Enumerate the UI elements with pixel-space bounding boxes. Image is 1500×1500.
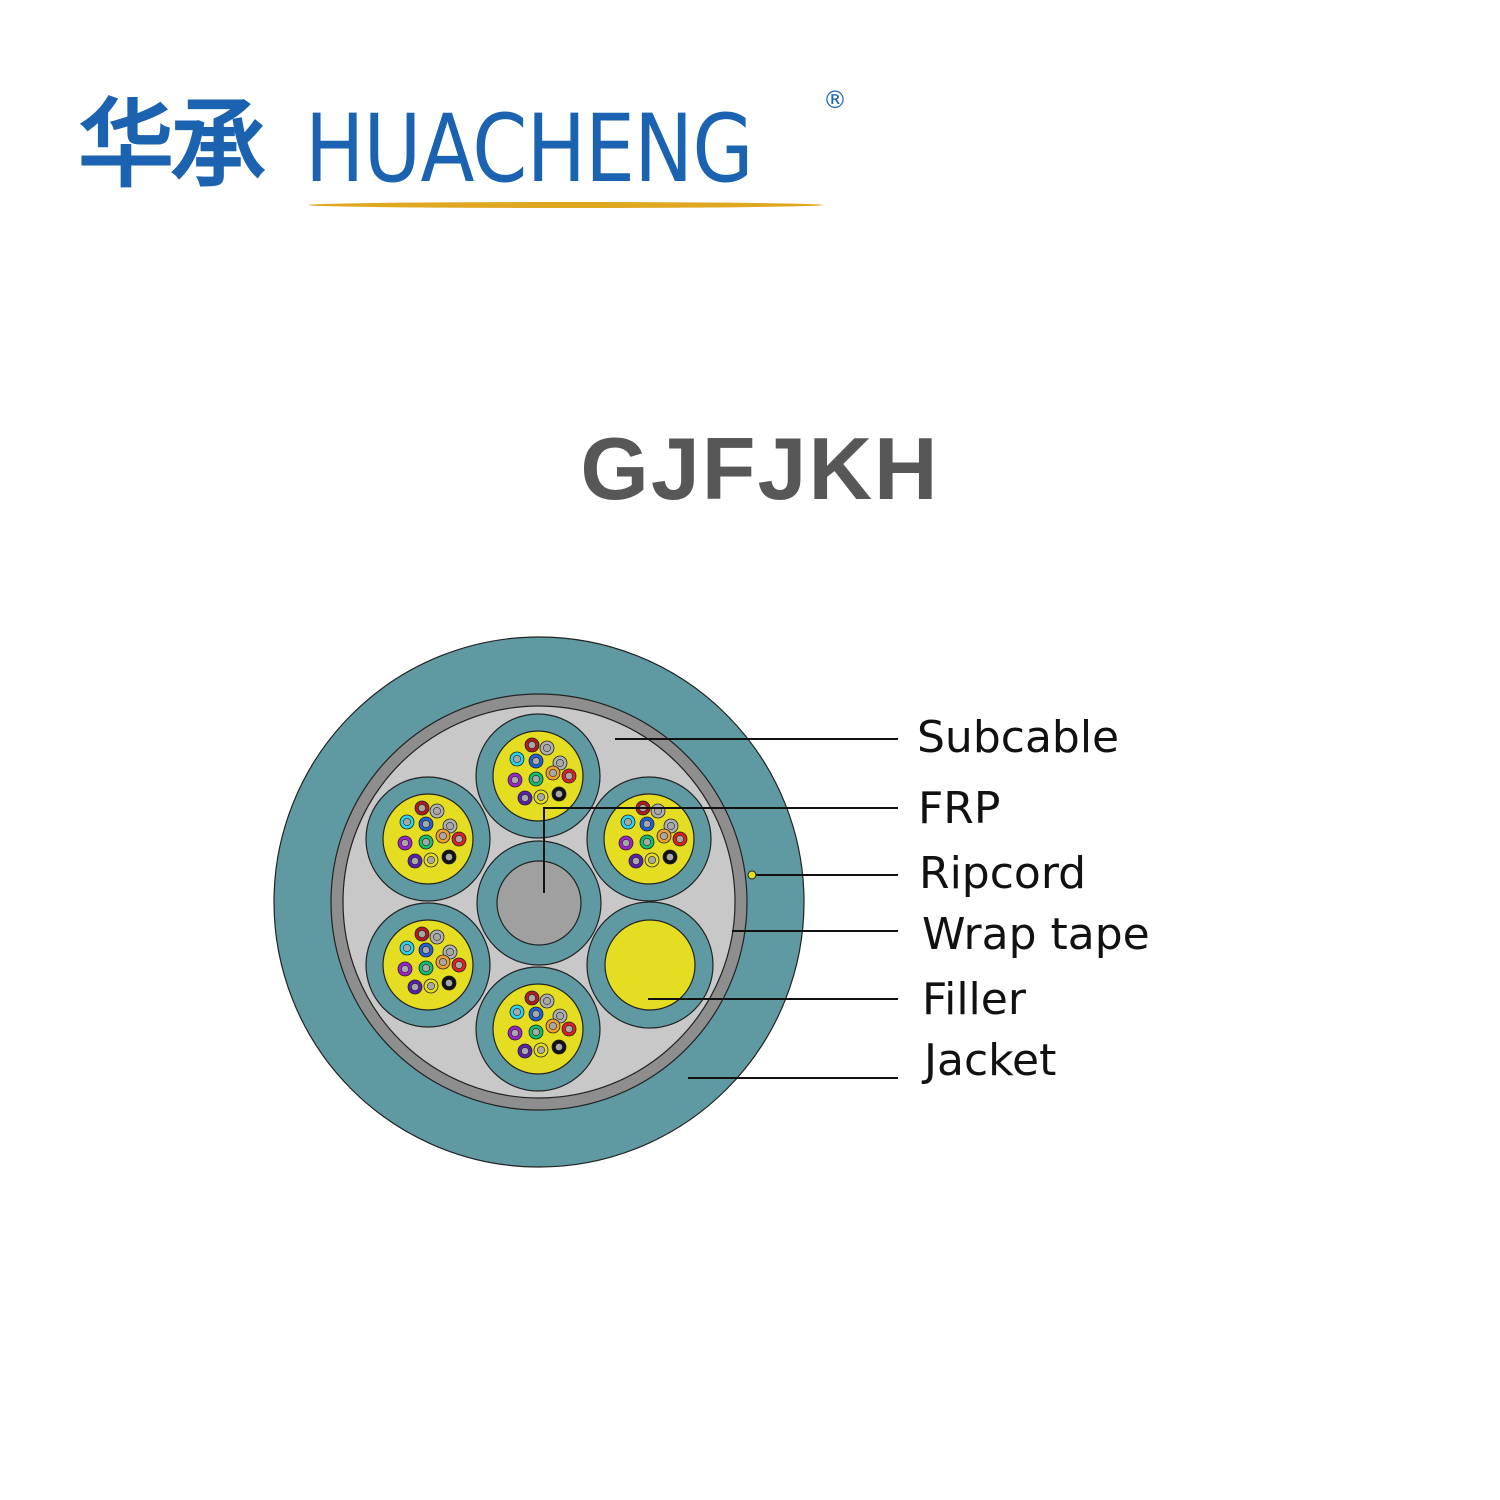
leader-line-frp (543, 807, 898, 893)
brand-logo: 华承 HUACHENG ® (78, 88, 858, 218)
registered-trademark-icon: ® (823, 86, 847, 114)
label-ripcord: Ripcord (919, 848, 1087, 899)
ripcord (747, 870, 757, 880)
subcable (475, 713, 601, 839)
frp-member (476, 840, 602, 966)
label-jacket: Jacket (924, 1035, 1057, 1086)
brand-name-chinese: 华承 (78, 89, 266, 201)
subcable (365, 776, 491, 902)
brand-name-english: HUACHENG (305, 95, 754, 204)
filler (586, 901, 714, 1029)
brand-underline (308, 202, 823, 208)
label-wrap-tape: Wrap tape (922, 909, 1150, 960)
label-filler: Filler (922, 974, 1026, 1025)
subcable (586, 776, 712, 902)
cable-model-title: GJFJKH (580, 419, 940, 518)
subcable (365, 902, 491, 1028)
leader-lines (543, 738, 898, 1079)
subcable (475, 966, 601, 1092)
label-subcable: Subcable (917, 712, 1120, 763)
label-frp: FRP (918, 783, 1001, 834)
